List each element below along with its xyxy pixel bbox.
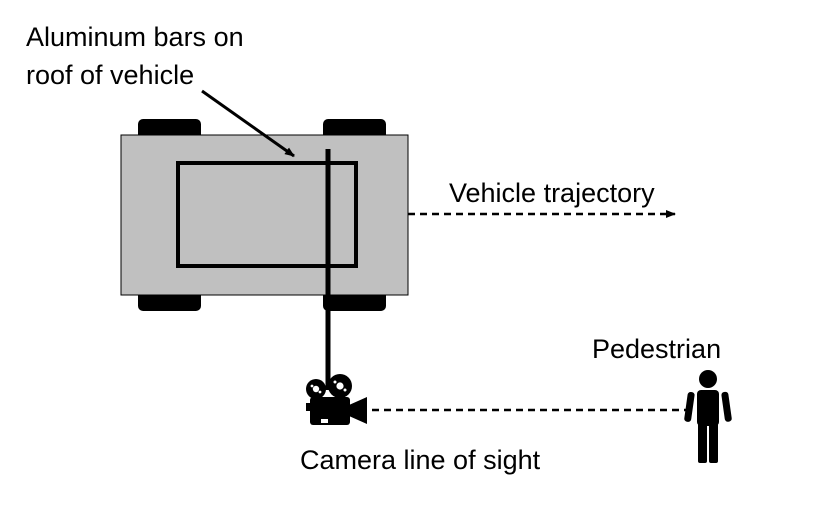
aluminum-bar-frame xyxy=(176,161,358,268)
camera-sight-label: Camera line of sight xyxy=(300,445,541,475)
roof-label-line2: roof of vehicle xyxy=(26,60,194,90)
trajectory-label: Vehicle trajectory xyxy=(449,178,655,208)
roof-label-line1: Aluminum bars on xyxy=(26,22,244,52)
person-icon xyxy=(684,370,732,463)
movie-camera-icon xyxy=(306,374,367,425)
roof-annotation-arrow xyxy=(201,89,295,158)
vehicle-body xyxy=(120,134,409,296)
pedestrian-label: Pedestrian xyxy=(592,334,721,364)
vehicle xyxy=(120,119,409,311)
